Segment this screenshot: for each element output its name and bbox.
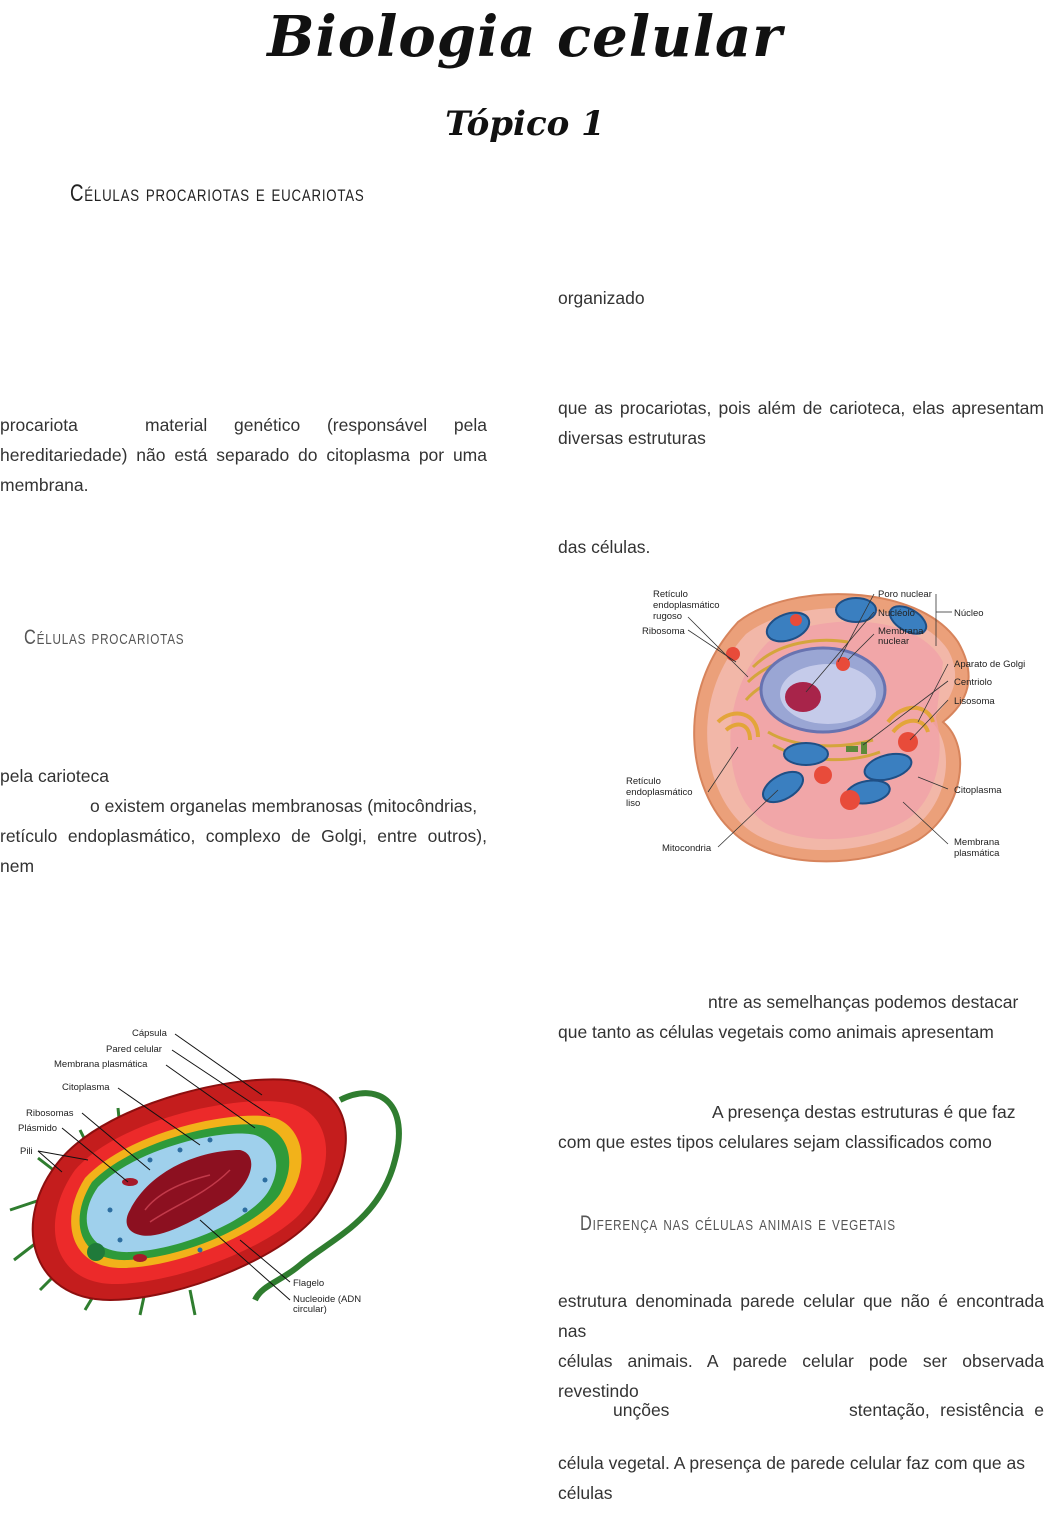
label-membrana-nuclear-2: nuclear (878, 636, 909, 647)
label-rer-1: Retículo (653, 589, 688, 600)
page-subtitle: Tópico 1 (445, 104, 605, 144)
page-title: Biologia celular (267, 4, 783, 70)
subheading-diferenca: Diferença nas células animais e vegetais (580, 1212, 896, 1235)
label-membrana-nuclear-1: Membrana (878, 626, 924, 637)
label-nucleoide-2: circular) (293, 1304, 327, 1315)
text-pela-carioteca: pela carioteca (0, 766, 109, 786)
text-que-as-procariotas: que as procariotas, pois além de cariote… (558, 398, 1044, 418)
label-membrana-plasm-2: plasmática (954, 848, 1000, 859)
label-ribosomas: Ribosomas (26, 1108, 74, 1119)
label-rel-3: liso (626, 798, 640, 809)
label-membrana-plasm-1: Membrana (954, 837, 1000, 848)
right-paragraph-6: estrutura denominada parede celular que … (558, 1286, 1044, 1406)
text-hereditariedade: hereditariedade) não está separado do ci… (0, 445, 487, 465)
text-das-celulas: das células. (558, 537, 651, 557)
text-diversas-estruturas: diversas estruturas (558, 428, 706, 448)
label-rer-3: rugoso (653, 611, 682, 622)
label-ribosoma: Ribosoma (642, 626, 685, 637)
label-parede: Pared celular (106, 1044, 162, 1055)
label-capsula: Cápsula (132, 1028, 168, 1039)
label-citoplasma: Citoplasma (62, 1082, 110, 1093)
left-paragraph-2: pela carioteca o existem organelas membr… (0, 761, 487, 881)
text-vegetais-animais: que tanto as células vegetais como anima… (558, 1022, 994, 1042)
text-organelas: o existem organelas membranosas (mitocôn… (90, 796, 478, 816)
label-membrana: Membrana plasmática (54, 1059, 148, 1070)
section-heading: Células procariotas e eucariotas (70, 180, 365, 207)
text-organizado: organizado (558, 288, 645, 308)
bacteria-diagram: Cápsula Pared celular Membrana plasmátic… (9, 1028, 402, 1316)
text-reticulo: retículo endoplasmático, complexo de Gol… (0, 826, 487, 876)
label-centriolo: Centriolo (954, 677, 992, 688)
text-funcoes: unções (613, 1400, 670, 1420)
label-pili: Pili (20, 1146, 33, 1157)
text-membrana: membrana. (0, 475, 89, 495)
text-procariota: procariota (0, 415, 78, 435)
right-paragraph-5: A presença destas estruturas é que faz c… (558, 1097, 1044, 1157)
label-rel-2: endoplasmático (626, 787, 693, 798)
text-classificados: com que estes tipos celulares sejam clas… (558, 1132, 992, 1152)
label-poro-nuclear: Poro nuclear (878, 589, 932, 600)
text-material-genetico: material genético (responsável pela (145, 415, 487, 435)
label-citoplasma: Citoplasma (954, 785, 1002, 796)
animal-cell-diagram: Retículo endoplasmático rugoso Ribosoma … (626, 589, 1025, 863)
label-golgi: Aparato de Golgi (954, 659, 1025, 670)
label-rer-2: endoplasmático (653, 600, 720, 611)
text-parede-celular: estrutura denominada parede celular que … (558, 1291, 1044, 1341)
label-rel-1: Retículo (626, 776, 661, 787)
label-lisosoma: Lisosoma (954, 696, 995, 707)
text-revestindo: células animais. A parede celular pode s… (558, 1351, 1044, 1401)
label-nucleolo: Nucléolo (878, 608, 915, 619)
text-celula-vegetal: célula vegetal. A presença de parede cel… (558, 1453, 1025, 1503)
text-semelhancas: ntre as semelhanças podemos destacar (708, 992, 1019, 1012)
label-nucleoide-1: Nucleoide (ADN (293, 1294, 361, 1305)
label-mitocondria: Mitocondria (662, 843, 712, 854)
label-nucleo: Núcleo (954, 608, 984, 619)
left-paragraph-1: procariota material genético (responsáve… (0, 410, 487, 500)
label-flagelo: Flagelo (293, 1278, 324, 1289)
text-presenca: A presença destas estruturas é que faz (712, 1102, 1016, 1122)
label-plasmido: Plásmido (18, 1123, 57, 1134)
text-sustentacao: stentação, resistência e (849, 1400, 1044, 1420)
subheading-procariotas: Células procariotas (24, 626, 185, 649)
right-paragraph-4: ntre as semelhanças podemos destacar que… (558, 987, 1044, 1047)
right-paragraph-2: que as procariotas, pois além de cariote… (558, 393, 1044, 453)
